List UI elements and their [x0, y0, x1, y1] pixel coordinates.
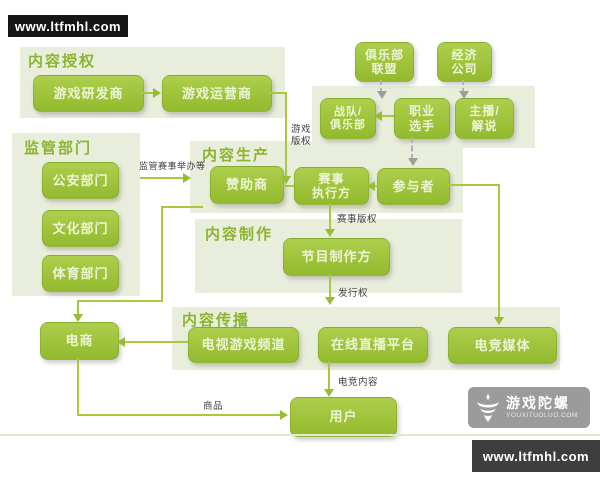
arrow-down-club-alliance	[377, 91, 387, 99]
node-host-commentator: 主播/ 解说	[455, 98, 514, 139]
logo-name: 游戏陀螺	[506, 395, 570, 412]
arrow-down-economic-company	[459, 91, 469, 99]
node-game-operator: 游戏运营商	[162, 75, 272, 112]
watermark-bottom-bar: www.ltfmhl.com	[472, 440, 600, 472]
arrow-right-regulators-production	[183, 173, 191, 183]
node-sponsor: 赞助商	[210, 166, 284, 204]
node-tv-game-channel: 电视游戏频道	[188, 327, 299, 363]
arrow-down-player-participant	[408, 158, 418, 166]
label-distribution-right: 发行权	[338, 288, 369, 299]
logo-text-block: 游戏陀螺 YOUXITUOLUO.COM	[506, 395, 578, 419]
node-live-platform: 在线直播平台	[318, 327, 428, 363]
edge-ecommerce-user-vline	[77, 358, 79, 416]
edge-sponsor-ecommerce-mid	[77, 300, 163, 302]
edge-participant-media-hline	[448, 184, 500, 186]
node-economic-company: 经济 公司	[437, 42, 492, 82]
edge-participant-executor-line	[374, 185, 378, 187]
edge-regulators-production-line	[140, 177, 185, 179]
node-esports-media: 电竞媒体	[448, 327, 557, 364]
edge-player-participant-dashed	[411, 137, 413, 160]
node-program-producer: 节目制作方	[283, 238, 390, 276]
edge-operator-copyright-vline	[285, 92, 287, 178]
edge-sponsor-ecommerce-top	[163, 206, 203, 208]
section-title-content-creation: 内容制作	[205, 226, 274, 243]
label-goods: 商品	[203, 401, 224, 412]
node-club-alliance: 俱乐部 联盟	[355, 42, 414, 82]
label-game-copyright: 游戏 版权	[291, 124, 312, 148]
node-sports-dept: 体育部门	[42, 255, 119, 292]
edge-operator-copyright-stub	[270, 92, 287, 94]
arrow-left-tvchannel-ecommerce	[117, 337, 125, 347]
node-event-executor: 赛事 执行方	[294, 167, 369, 205]
label-esports-content: 电竞内容	[338, 377, 379, 388]
edge-participant-media-vline	[498, 184, 500, 319]
arrow-left-player-team	[374, 111, 382, 121]
arrow-right-goods-user	[280, 410, 288, 420]
logo-url: YOUXITUOLUO.COM	[506, 411, 578, 419]
edge-sponsor-executor-line	[282, 185, 294, 187]
edge-player-team-line	[381, 115, 394, 117]
watermark-bottom-text: www.ltfmhl.com	[482, 448, 590, 464]
youxituoluo-logo: 游戏陀螺 YOUXITUOLUO.COM	[468, 387, 590, 428]
watermark-top-bar: www.ltfmhl.com	[8, 15, 128, 37]
edge-platform-user-vline	[328, 361, 330, 391]
edge-club-alliance-dashed	[380, 80, 382, 93]
watermark-top-text: www.ltfmhl.com	[14, 18, 122, 34]
section-title-content-authorization: 内容授权	[28, 53, 97, 70]
node-game-developer: 游戏研发商	[33, 75, 144, 112]
arrow-left-participant-executor	[367, 181, 375, 191]
divider-line	[0, 434, 600, 436]
edge-tvchannel-ecommerce-line	[125, 341, 188, 343]
arrow-down-game-copyright	[281, 176, 291, 184]
arrow-down-event-copyright	[325, 229, 335, 237]
node-pro-player: 职业 选手	[394, 98, 450, 139]
section-title-content-distribution: 内容传播	[182, 312, 251, 329]
node-ecommerce: 电商	[40, 322, 119, 360]
arrow-down-distribution-right	[325, 297, 335, 305]
spinning-top-icon	[476, 393, 500, 422]
edge-sponsor-ecommerce-vline1	[161, 206, 163, 302]
edge-producer-distribution-vline	[329, 274, 331, 299]
arrow-down-sponsor-ecommerce	[73, 314, 83, 322]
edge-sponsor-ecommerce-vline2	[77, 300, 79, 316]
arrow-down-participant-media	[494, 317, 504, 325]
node-public-security-dept: 公安部门	[42, 162, 119, 199]
label-event-copyright: 赛事版权	[337, 214, 378, 225]
node-team-club: 战队/ 俱乐部	[320, 98, 376, 139]
edge-executor-producer-vline	[329, 203, 331, 231]
arrow-right-developer-operator	[153, 88, 161, 98]
arrow-down-esports-content	[324, 389, 334, 397]
node-participant: 参与者	[377, 168, 450, 205]
node-user: 用户	[290, 397, 397, 437]
edge-developer-operator-line	[142, 92, 156, 94]
node-culture-dept: 文化部门	[42, 210, 119, 247]
edge-ecommerce-user-hline	[77, 414, 280, 416]
section-title-content-production: 内容生产	[202, 147, 271, 164]
edge-economic-company-dashed	[462, 80, 464, 93]
section-title-regulatory-departments: 监管部门	[24, 140, 93, 157]
label-regulate-events: 监管赛事举办等	[139, 161, 206, 171]
